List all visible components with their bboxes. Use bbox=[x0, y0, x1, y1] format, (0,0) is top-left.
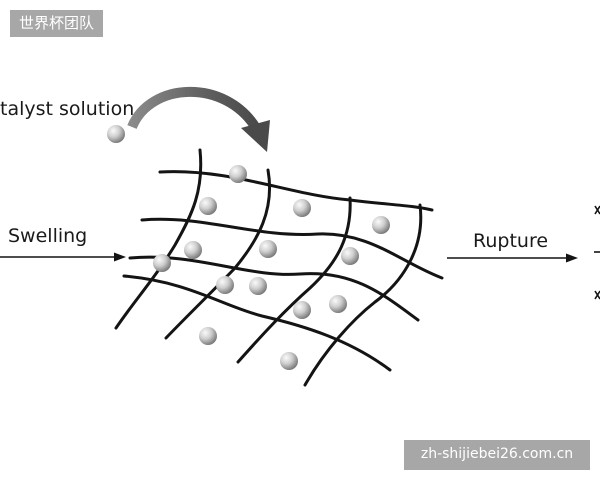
mesh-fiber-v1 bbox=[114, 148, 203, 330]
catalyst-sphere bbox=[293, 301, 311, 319]
catalyst-sphere bbox=[259, 240, 277, 258]
rupture-arrow bbox=[447, 253, 578, 263]
catalyst-sphere bbox=[184, 241, 202, 259]
curved-arrow bbox=[127, 86, 270, 152]
catalyst-sphere bbox=[229, 165, 247, 183]
polymer-mesh bbox=[114, 148, 444, 387]
catalyst-sphere bbox=[293, 199, 311, 217]
catalyst-sphere bbox=[216, 276, 234, 294]
swelling-label: Swelling bbox=[8, 225, 88, 247]
mesh-fiber-h2 bbox=[140, 217, 444, 280]
swelling-arrow bbox=[0, 252, 126, 262]
catalyst-sphere bbox=[372, 216, 390, 234]
catalyst-sphere bbox=[199, 197, 217, 215]
watermark-badge-bottom: zh-shijiebei26.com.cn bbox=[404, 440, 590, 470]
catalyst-sphere bbox=[341, 247, 359, 265]
mesh-fiber-h4 bbox=[122, 274, 392, 372]
mesh-fiber-v3 bbox=[236, 196, 352, 364]
mesh-fiber-h1 bbox=[158, 170, 434, 212]
catalyst-sphere bbox=[199, 327, 217, 345]
catalyst-sphere bbox=[329, 295, 347, 313]
catalyst-solution-label: talyst solution bbox=[0, 98, 135, 120]
mesh-fiber-v4 bbox=[303, 203, 423, 387]
rupture-label: Rupture bbox=[473, 230, 549, 252]
edge-marks bbox=[594, 205, 600, 300]
mesh-fiber-h3 bbox=[128, 255, 420, 322]
catalyst-spheres bbox=[107, 125, 390, 370]
watermark-badge-top: 世界杯团队 bbox=[10, 10, 104, 37]
catalyst-sphere bbox=[107, 125, 125, 143]
catalyst-sphere bbox=[249, 277, 267, 295]
mesh-fiber-v2 bbox=[164, 168, 272, 340]
catalyst-sphere bbox=[153, 254, 171, 272]
catalyst-sphere bbox=[280, 352, 298, 370]
